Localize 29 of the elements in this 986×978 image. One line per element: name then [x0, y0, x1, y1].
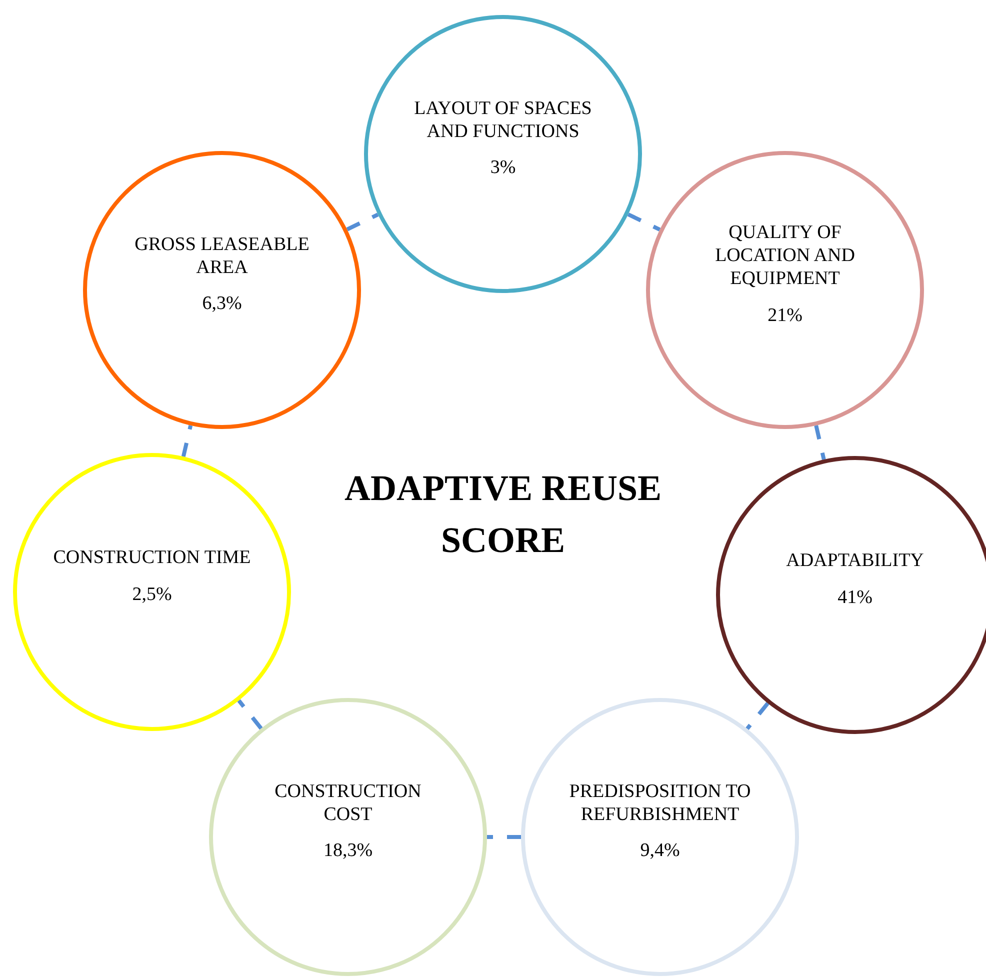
percentage-value: 6,3% — [202, 293, 242, 316]
category-circle — [83, 151, 361, 429]
category-name: QUALITY OF LOCATION AND EQUIPMENT — [714, 222, 856, 291]
connector-line — [237, 699, 263, 730]
connector-line — [814, 425, 826, 460]
connector-line — [346, 212, 379, 232]
connector-line — [627, 212, 661, 232]
percentage-value: 9,4% — [640, 840, 680, 864]
category-name: ADAPTABILITY — [786, 550, 924, 573]
category-circle — [364, 15, 642, 293]
category-name: CONSTRUCTION TIME — [53, 547, 251, 570]
diagram-title: ADAPTIVE REUSE SCORE — [343, 467, 663, 562]
category-name: CONSTRUCTION COST — [274, 780, 422, 826]
percentage-value: 21% — [768, 304, 802, 328]
category-circle — [13, 453, 291, 731]
category-name: GROSS LEASEABLE AREA — [134, 234, 310, 280]
percentage-value: 3% — [490, 157, 516, 180]
category-name: PREDISPOSITION TO REFURBISHMENT — [568, 780, 752, 826]
connector-line — [181, 424, 193, 458]
category-circle — [521, 698, 799, 976]
category-circle — [646, 151, 924, 429]
percentage-value: 41% — [838, 587, 872, 610]
connector-line — [746, 702, 770, 730]
percentage-value: 18,3% — [323, 840, 373, 864]
category-circle — [716, 456, 986, 734]
category-name: LAYOUT OF SPACES AND FUNCTIONS — [413, 98, 593, 144]
percentage-value: 2,5% — [132, 584, 172, 607]
category-circle — [209, 698, 487, 976]
connector-line — [487, 835, 521, 839]
